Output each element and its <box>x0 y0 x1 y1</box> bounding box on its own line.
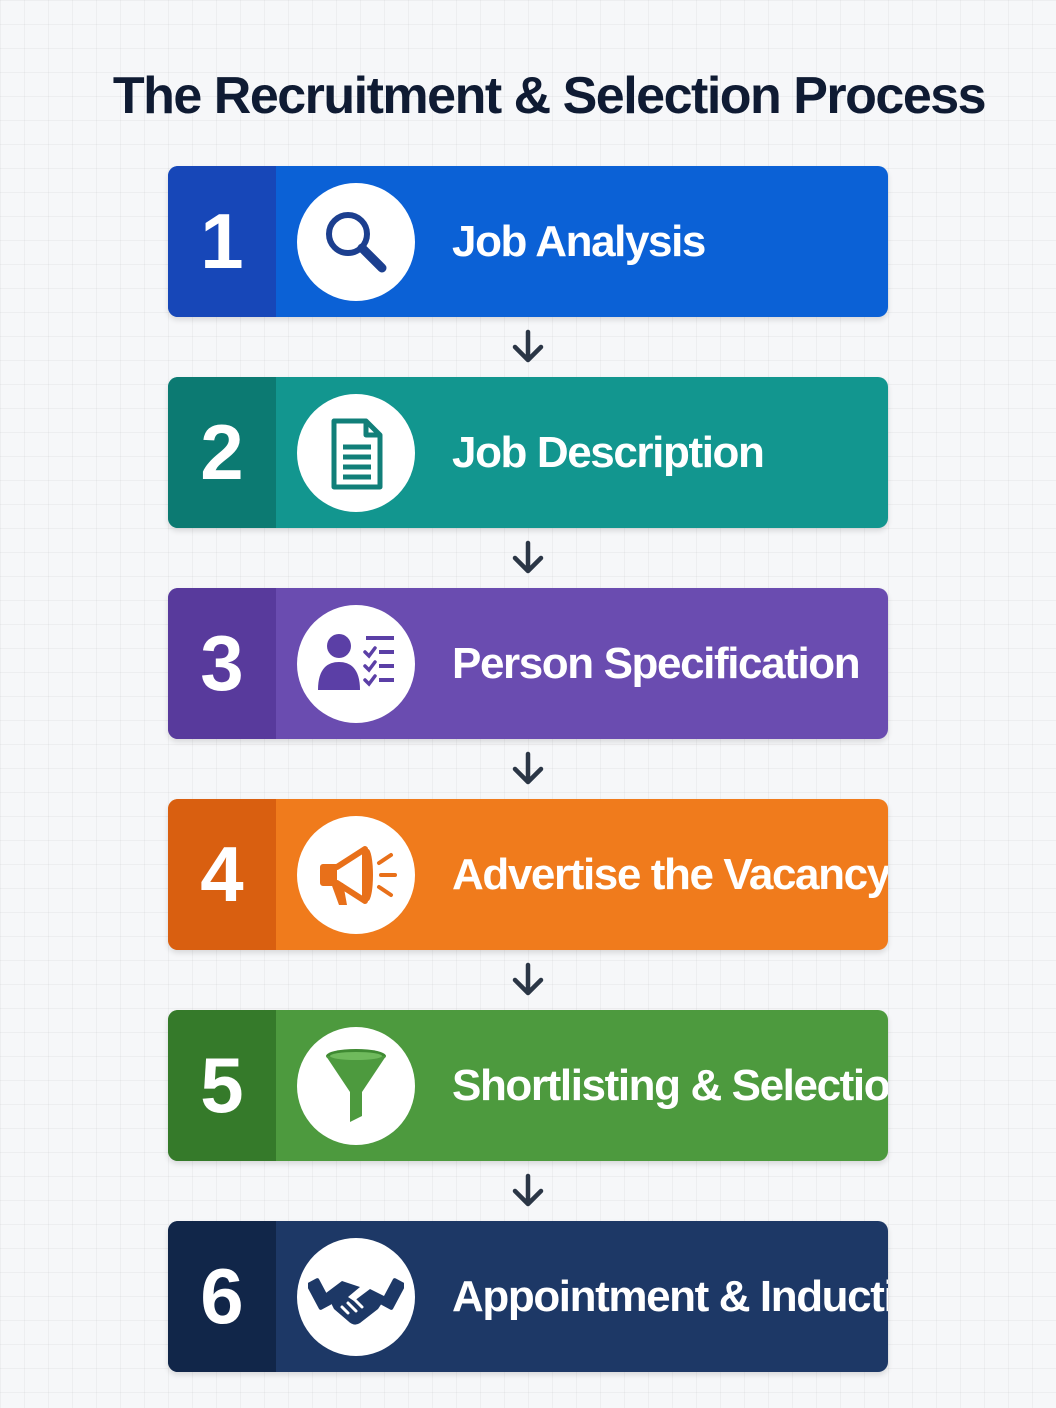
down-arrow-icon <box>168 528 888 588</box>
step-person-specification: 3 Person Specification <box>168 588 888 739</box>
step-appointment-induction: 6 Appointment & Induction <box>168 1221 888 1372</box>
magnifying-glass-icon <box>297 183 415 301</box>
step-number: 1 <box>168 166 276 317</box>
step-number: 4 <box>168 799 276 950</box>
step-job-description: 2 Job Description <box>168 377 888 528</box>
megaphone-icon <box>297 816 415 934</box>
down-arrow-icon <box>168 739 888 799</box>
document-icon <box>297 394 415 512</box>
step-label: Shortlisting & Selection <box>452 1060 888 1110</box>
page-title: The Recruitment & Selection Process <box>112 67 987 125</box>
down-arrow-icon <box>168 950 888 1010</box>
step-advertise-vacancy: 4 Advertise the Vacancy <box>168 799 888 950</box>
down-arrow-icon <box>168 1161 888 1221</box>
down-arrow-icon <box>168 317 888 377</box>
funnel-icon <box>297 1027 415 1145</box>
step-number: 3 <box>168 588 276 739</box>
step-job-analysis: 1 Job Analysis <box>168 166 888 317</box>
step-label: Advertise the Vacancy <box>452 849 888 899</box>
step-number: 5 <box>168 1010 276 1161</box>
step-label: Job Analysis <box>452 216 706 266</box>
step-label: Person Specification <box>452 638 861 688</box>
step-number: 2 <box>168 377 276 528</box>
step-label: Job Description <box>452 427 765 477</box>
step-label: Appointment & Induction <box>452 1271 888 1321</box>
step-shortlisting-selection: 5 Shortlisting & Selection <box>168 1010 888 1161</box>
handshake-icon <box>297 1238 415 1356</box>
person-checklist-icon <box>297 605 415 723</box>
process-steps: 1 Job Analysis 2 Job Description <box>168 166 888 1372</box>
step-number: 6 <box>168 1221 276 1372</box>
